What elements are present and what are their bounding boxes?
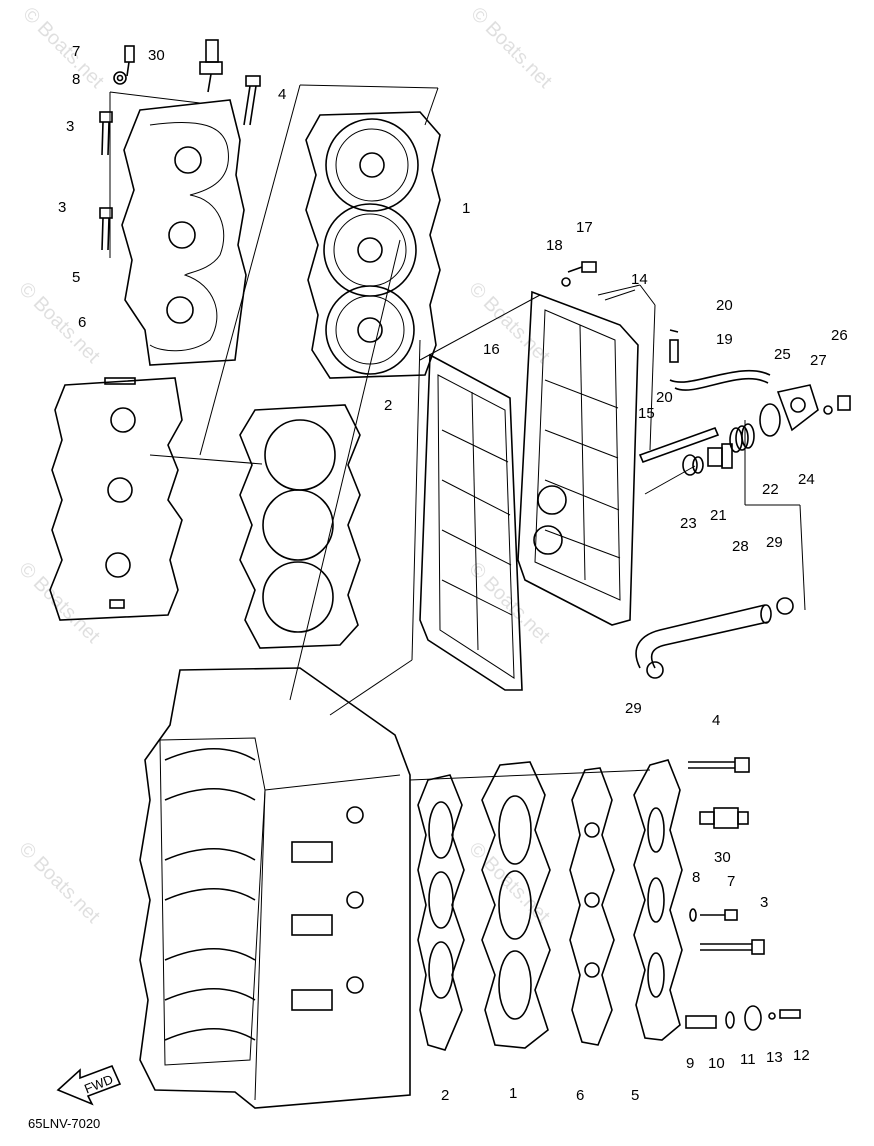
label-29-b: 29 [625,700,642,717]
label-17: 17 [576,219,593,236]
label-7-right: 7 [727,873,735,890]
watermark-text: © Boats.net [464,838,554,928]
thermostat-cover-25 [776,384,819,432]
bolt-7-top [124,45,135,77]
hose-clip-29-lower [646,661,664,679]
label-3-a: 3 [66,118,74,135]
watermark-text: © Boats.net [466,3,556,93]
washer-18 [561,277,571,287]
head-gasket-2-top [239,404,361,649]
label-30-top: 30 [148,47,165,64]
hose-clip-29-upper [776,597,794,615]
label-26: 26 [831,327,848,344]
label-23: 23 [680,515,697,532]
label-25: 25 [774,346,791,363]
label-14: 14 [631,271,648,288]
label-6-bottom: 6 [576,1087,584,1104]
label-3-right: 3 [760,894,768,911]
joint-15 [638,426,720,464]
head-gasket-2-bottom [417,774,465,1051]
cylinder-head-cover-5-bottom [633,759,683,1041]
label-9: 9 [686,1055,694,1072]
label-7-top: 7 [72,43,80,60]
label-3-b: 3 [58,199,66,216]
watermarks: © Boats.net © Boats.net © Boats.net © Bo… [14,3,556,928]
cover-gasket-6-top [49,377,183,621]
exhaust-cover-14 [517,290,639,626]
watermark-text: © Boats.net [14,558,104,648]
bolt-4-right [688,757,750,773]
label-22: 22 [762,481,779,498]
anode-11 [744,1005,762,1031]
label-30-right: 30 [714,849,731,866]
thermostat-21 [707,443,733,469]
watermark-text: © Boats.net [18,3,108,93]
washer-8-right [689,908,697,922]
label-6-top: 6 [78,314,86,331]
label-18: 18 [546,237,563,254]
label-16: 16 [483,341,500,358]
label-8-right: 8 [692,869,700,886]
clip-20 [669,329,679,333]
label-21: 21 [710,507,727,524]
grommet-23 [682,454,704,476]
label-2-top: 2 [384,397,392,414]
diagram-code: 65LNV-7020 [28,1116,100,1131]
label-12: 12 [793,1047,810,1064]
label-11: 11 [740,1051,756,1068]
label-10: 10 [708,1055,725,1072]
exhaust-cover-gasket-16 [419,353,523,691]
label-1-bottom: 1 [509,1085,517,1102]
label-8-top: 8 [72,71,80,88]
washer-8-top [113,71,127,85]
label-20-b: 20 [656,389,673,406]
bolt-3-right [700,939,765,955]
label-5-top: 5 [72,269,80,286]
bolt-7-right [700,909,738,921]
plug-9 [685,1015,717,1029]
leader-lines [109,84,806,781]
bolt-17 [567,261,597,273]
washer-13 [768,1012,776,1020]
hose-20 [669,369,771,391]
label-13: 13 [766,1049,783,1066]
label-29-a: 29 [766,534,783,551]
hose-28 [635,604,772,669]
label-4-top: 4 [278,86,286,103]
label-4-right: 4 [712,712,720,729]
label-5-bottom: 5 [631,1087,639,1104]
bolt-26 [837,395,851,411]
washer-27 [823,405,833,415]
sensor-30-top [199,39,223,93]
cylinder-head-1-top [305,111,441,379]
bolt-3-lower [99,207,113,251]
label-27: 27 [810,352,827,369]
label-24: 24 [798,471,815,488]
label-15: 15 [638,405,655,422]
cover-gasket-6-bottom [569,767,615,1046]
label-20-a: 20 [716,297,733,314]
pin-19 [669,339,679,363]
gasket-24 [759,403,781,437]
bolt-3-upper [99,111,113,156]
bolt-4-top [243,75,261,126]
gasket-10 [725,1011,735,1029]
label-2-bottom: 2 [441,1087,449,1104]
label-1-top: 1 [462,200,470,217]
spring-22 [729,423,755,453]
cylinder-head-cover-5-top [121,99,247,366]
part-labels: 7 30 8 4 3 3 5 6 1 2 16 18 17 14 20 19 2… [58,43,848,1104]
label-28: 28 [732,538,749,555]
cylinder-head-1-bottom [481,761,551,1049]
label-19: 19 [716,331,733,348]
watermark-text: © Boats.net [464,278,554,368]
forward-arrow: FWD [56,1064,122,1106]
screw-12 [779,1009,801,1019]
sensor-30-right [699,807,749,829]
watermark-text: © Boats.net [14,278,104,368]
cylinder-block [139,667,411,1109]
watermark-text: © Boats.net [14,838,104,928]
